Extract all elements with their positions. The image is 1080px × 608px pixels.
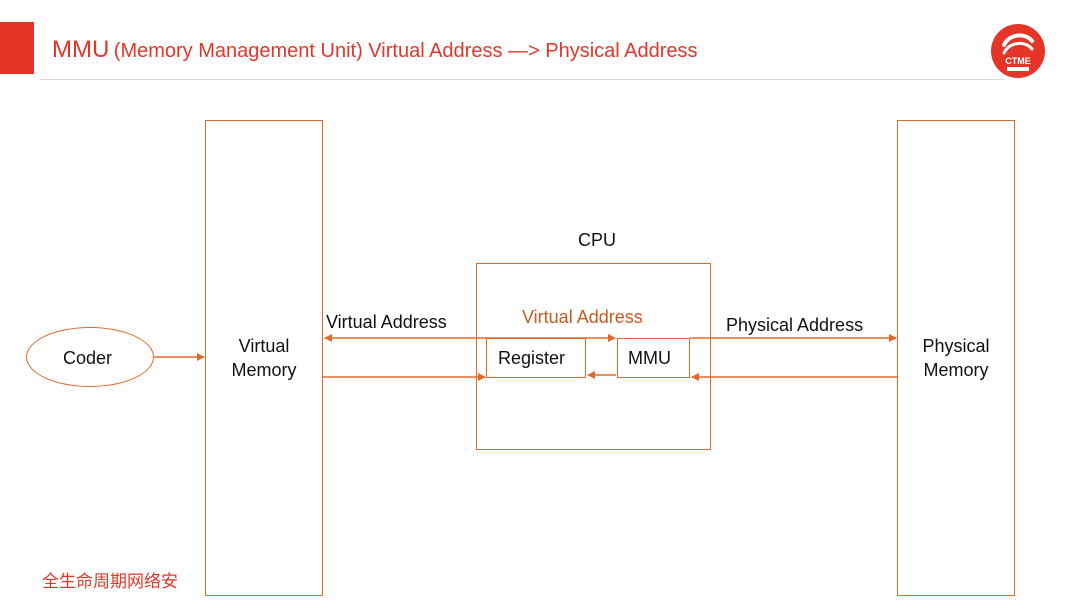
edge-label-virtual-address-cpu: Virtual Address xyxy=(522,307,643,327)
cpu-label: CPU xyxy=(578,230,617,250)
virtual-memory-label: Virtual Memory xyxy=(231,336,297,380)
edge-label-physical-address: Physical Address xyxy=(726,315,864,335)
title-accent-bar xyxy=(0,22,34,74)
physical-memory-box xyxy=(897,120,1015,596)
title-rest: (Memory Management Unit) Virtual Address… xyxy=(113,40,698,62)
register-label: Register xyxy=(498,348,566,368)
mmu-box xyxy=(617,338,690,378)
title-main: MMU xyxy=(52,36,110,63)
coder-node xyxy=(26,327,154,387)
mmu-label: MMU xyxy=(628,348,671,368)
footer-text: 全生命周期网络安 xyxy=(42,572,178,592)
title-divider xyxy=(40,79,1004,80)
cpu-box xyxy=(476,263,711,450)
page-title: MMU (Memory Management Unit) Virtual Add… xyxy=(52,34,698,66)
logo-text: CTME xyxy=(1005,56,1031,66)
virtual-memory-box xyxy=(205,120,323,596)
register-box xyxy=(486,338,586,378)
coder-label: Coder xyxy=(63,348,113,368)
ctme-logo-icon: CTME xyxy=(991,24,1045,78)
physical-memory-label: Physical Memory xyxy=(922,336,990,380)
edge-label-virtual-address-left: Virtual Address xyxy=(326,312,447,332)
